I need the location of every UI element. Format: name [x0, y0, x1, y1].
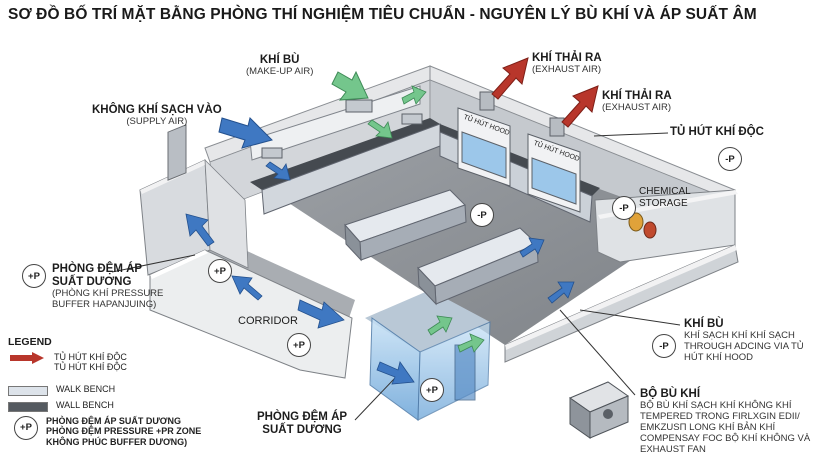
- ceiling-diffuser-3: [401, 113, 423, 125]
- makeup-air-arrow-airlock-2: [457, 333, 485, 353]
- chemical-barrel-2: [643, 221, 657, 239]
- positive-pressure-badge-left: +P: [22, 264, 46, 288]
- legend-item-wall-bench: WALL BENCH: [8, 400, 114, 412]
- left-door: [167, 124, 187, 181]
- negative-pressure-badge-storage: -P: [718, 147, 742, 171]
- right-makeup-label: KHÍ BÙ KHÍ SẠCH KHÍ KHÍ SẠCH THROUGH ADC…: [684, 318, 804, 364]
- lab-arrow-right: [547, 281, 575, 304]
- supply-air-arrow-2: [265, 161, 291, 181]
- corridor-arrow-2: [231, 275, 263, 301]
- makeup-air-label: KHÍ BÙ (MAKE-UP AIR): [246, 54, 314, 78]
- exhaust-arrow-2: [561, 85, 599, 128]
- corridor-arrow-1: [185, 213, 215, 247]
- left-airlock-label: PHÒNG ĐỆM ÁP SUẤT DƯƠNG (PHÒNG KHÍ PRESS…: [52, 263, 164, 311]
- corridor-arrow-3: [297, 299, 345, 329]
- legend-exhaust-arrow-icon: [10, 352, 44, 364]
- legend-walk-bench-swatch: [8, 386, 48, 396]
- makeup-air-arrow: [331, 70, 369, 101]
- legend-positive-badge: +P: [14, 416, 38, 440]
- negative-pressure-badge-storage-inner: -P: [612, 196, 636, 220]
- walk-bench-island-1: [344, 189, 467, 262]
- lab-arrow-center: [519, 237, 545, 258]
- leader-makeup-unit: [559, 309, 636, 396]
- fume-hood-callout: TỦ HÚT KHÍ ĐỘC: [670, 126, 764, 138]
- walk-bench-island-2: [417, 227, 539, 306]
- ceiling-diffuser-2: [261, 147, 283, 159]
- legend-item-walk-bench: WALK BENCH: [8, 384, 115, 396]
- legend-wall-bench-label: WALL BENCH: [56, 400, 114, 410]
- bottom-airlock-door: [454, 344, 476, 401]
- ceiling-diffuser-1: [345, 99, 373, 113]
- legend-positive-label: PHÒNG ĐỆM ÁP SUẤT DƯƠNG PHÒNG ĐỆM PRESSU…: [46, 416, 202, 447]
- makeup-unit-label: BỘ BÙ KHÍ BỘ BÙ KHÍ SẠCH KHÍ KHÔNG KHÍ T…: [640, 388, 811, 455]
- page-title: SƠ ĐỒ BỐ TRÍ MẶT BẰNG PHÒNG THÍ NGHIỆM T…: [8, 6, 757, 23]
- supply-air-arrow: [218, 117, 273, 149]
- positive-pressure-badge-corridor-2: +P: [287, 333, 311, 357]
- corridor-label: CORRIDOR: [238, 315, 298, 327]
- negative-pressure-badge-right: -P: [652, 334, 676, 358]
- legend-wall-bench-swatch: [8, 402, 48, 412]
- bottom-airlock-label: PHÒNG ĐỆM ÁP SUẤT DƯƠNG: [256, 411, 348, 437]
- exhaust-air-label-2: KHÍ THẢI RA (EXHAUST AIR): [602, 90, 672, 114]
- chemical-barrel-1: [628, 212, 644, 232]
- fume-hood-2: [527, 117, 581, 213]
- legend-title: LEGEND: [8, 336, 52, 348]
- leader-bottom-airlock: [354, 377, 396, 421]
- legend-exhaust-label: TỦ HÚT KHÍ ĐỘC TỦ HÚT KHÍ ĐỘC: [54, 352, 127, 373]
- makeup-air-arrow-airlock-1: [427, 315, 453, 336]
- leader-airlock-left: [111, 254, 196, 273]
- legend: LEGEND TỦ HÚT KHÍ ĐỘC TỦ HÚT KHÍ ĐỘC WAL…: [8, 336, 268, 447]
- positive-pressure-badge-corridor: +P: [208, 259, 232, 283]
- makeup-air-arrow-small-1: [367, 119, 393, 139]
- makeup-air-unit: [568, 381, 630, 439]
- legend-walk-bench-label: WALK BENCH: [56, 384, 116, 394]
- airlock-arrow-bottom: [376, 361, 415, 385]
- fume-hood-1: [457, 91, 511, 187]
- legend-item-exhaust: TỦ HÚT KHÍ ĐỘC TỦ HÚT KHÍ ĐỘC: [8, 352, 127, 373]
- supply-air-label: KHÔNG KHÍ SẠCH VÀO (SUPPLY AIR): [92, 104, 222, 128]
- positive-pressure-badge-airlock: +P: [420, 378, 444, 402]
- makeup-air-arrow-small-2: [401, 85, 427, 105]
- chemical-storage-label: CHEMICAL STORAGE: [639, 186, 691, 209]
- negative-pressure-badge-lab: -P: [470, 203, 494, 227]
- leader-hood: [593, 132, 669, 137]
- exhaust-arrow-1: [491, 57, 529, 100]
- leader-makeup-right: [579, 309, 681, 326]
- legend-item-positive: +P PHÒNG ĐỆM ÁP SUẤT DƯƠNG PHÒNG ĐỆM PRE…: [8, 416, 201, 447]
- exhaust-air-label-1: KHÍ THẢI RA (EXHAUST AIR): [532, 52, 602, 76]
